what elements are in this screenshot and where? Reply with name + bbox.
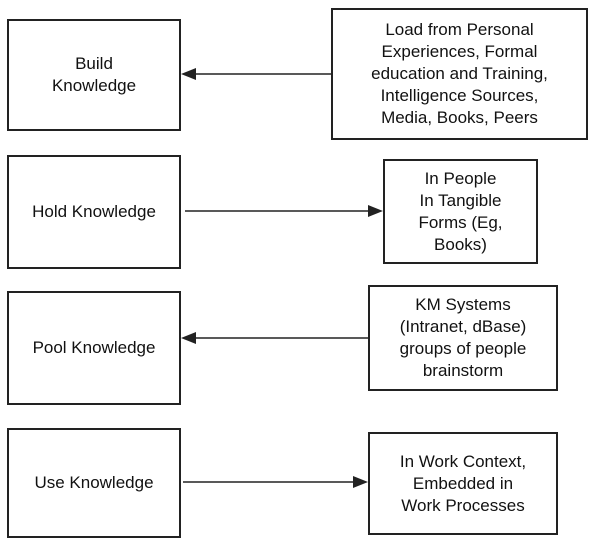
box-text-line: KM Systems [415,295,511,314]
box-text-line: education and Training, [371,64,548,83]
box-text-line: Work Processes [401,495,525,515]
box-text-line: Pool Knowledge [32,338,156,357]
pool-knowledge-box: Pool Knowledge [7,291,181,405]
box-text-line: Use Knowledge [34,473,154,492]
box-text-line: In Work Context, [399,451,527,471]
box-text-line: Forms (Eg, [418,212,503,232]
build-sources-box: Load from Personal Experiences, Formal e… [331,8,588,140]
box-text-line: Embedded in [412,473,514,493]
arrow-left-connector [181,68,331,80]
arrow-right-connector [185,205,383,217]
arrow-right-connector [183,476,368,488]
arrow-left-connector [181,332,368,344]
build-knowledge-box: Build Knowledge [7,19,181,131]
box-text-line: Experiences, Formal [381,42,538,61]
hold-forms-box: In People In Tangible Forms (Eg, Books) [383,159,538,264]
box-text-line: Load from Personal [385,20,534,39]
box-text-line: In People [424,168,497,188]
hold-knowledge-box: Hold Knowledge [7,155,181,269]
box-text-line: Books) [434,234,487,254]
use-context-box: In Work Context, Embedded in Work Proces… [368,432,558,535]
box-text-line: Intelligence Sources, [380,86,539,105]
box-text-line: groups of people [399,339,527,358]
box-text-line: Knowledge [51,76,137,95]
box-text-line: Build [75,54,113,73]
box-text-line: In Tangible [419,190,502,210]
pool-systems-box: KM Systems (Intranet, dBase) groups of p… [368,285,558,391]
box-text-line: (Intranet, dBase) [399,317,527,336]
box-text-line: brainstorm [422,361,504,380]
box-text-line: Hold Knowledge [32,202,156,221]
use-knowledge-box: Use Knowledge [7,428,181,538]
box-text-line: Media, Books, Peers [381,108,538,127]
